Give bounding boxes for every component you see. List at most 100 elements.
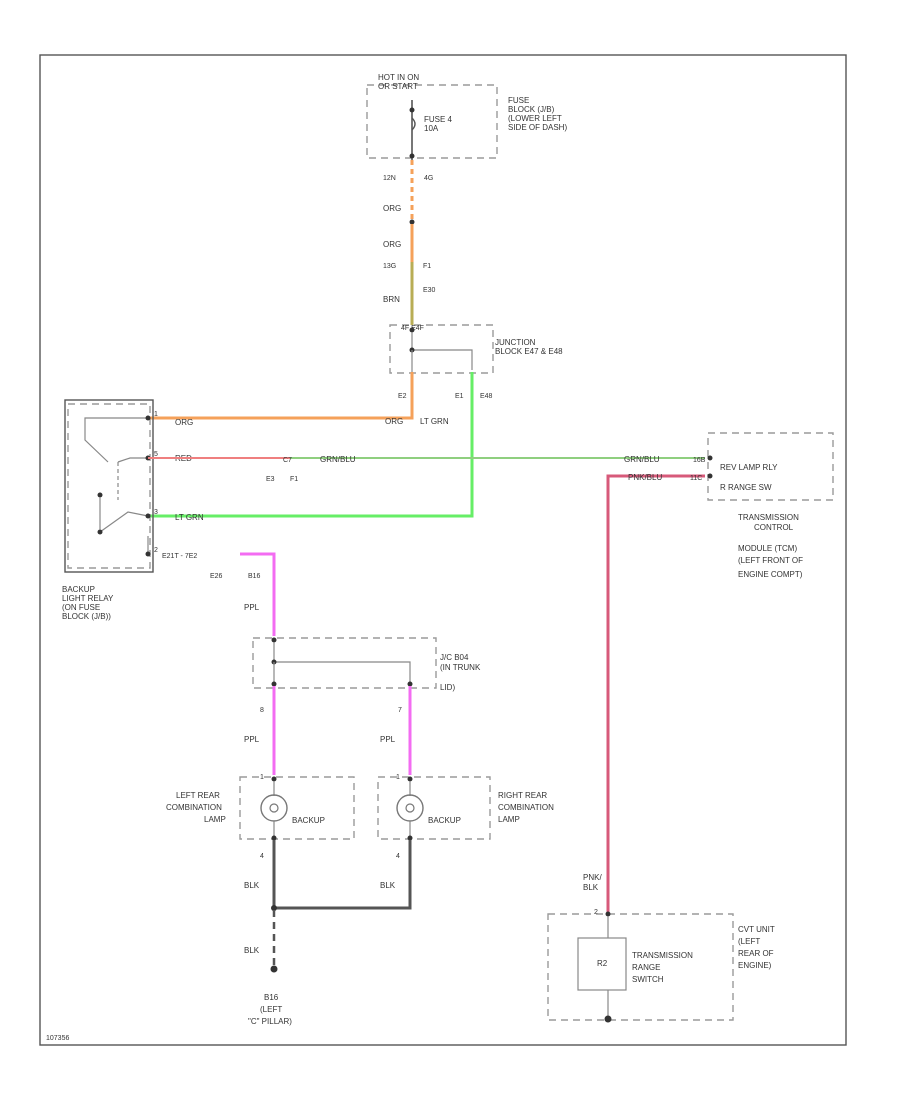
relay-pin-3-dot <box>145 513 151 519</box>
splice-upper <box>409 219 415 225</box>
right-lamp-pin-top-dot <box>407 776 413 782</box>
left-lamp-pin-bottom-dot <box>271 835 277 841</box>
cvt-location-line1: CVT UNIT <box>738 925 775 934</box>
relay-switch-contact <box>99 511 149 533</box>
orange-wire-to-relay <box>148 372 414 420</box>
fuse-terminal-bottom <box>409 153 415 159</box>
relay-outline <box>64 399 154 573</box>
relay-switch-pivot <box>97 529 103 535</box>
relay-pin-1: 1 <box>154 411 158 418</box>
lt-green-wire-to-relay <box>148 372 474 518</box>
wire-color-pnkblu: PNK/BLU <box>628 473 662 482</box>
jc-label-line2: (IN TRUNK <box>440 663 481 672</box>
left-lamp-outline <box>239 776 355 840</box>
fuse-location-line1: FUSE <box>508 96 529 105</box>
relay-label-line4: BLOCK (J/B)) <box>62 612 111 621</box>
tcm-module-line3: MODULE (TCM) <box>738 544 797 553</box>
connector-b16: B16 <box>248 573 261 580</box>
connector-f1: F1 <box>290 476 298 483</box>
relay-pin-2: 2 <box>154 547 158 554</box>
right-backup-bulb-icon <box>396 794 424 822</box>
trans-switch-box <box>577 937 627 991</box>
relay-coil-right <box>117 457 148 463</box>
wire-color-ltgrn-right: LT GRN <box>420 417 449 426</box>
left-lamp-bulb-label: BACKUP <box>292 816 325 825</box>
diagram-frame <box>39 54 847 1046</box>
wire-color-ppl-left: PPL <box>244 735 260 744</box>
left-lamp-label-line3: LAMP <box>204 815 226 824</box>
relay-wire-3: LT GRN <box>175 513 204 522</box>
junction-pin-e2: E2 <box>398 393 407 400</box>
wire-color-org-2: ORG <box>383 240 401 249</box>
trans-switch-ground-icon <box>604 1015 612 1023</box>
ground-label-line2: (LEFT <box>260 1005 282 1014</box>
trans-switch-r2: R2 <box>597 959 608 968</box>
ground-label-line3: "C" PILLAR) <box>248 1017 292 1026</box>
left-lamp-pin-bottom: 4 <box>260 853 264 860</box>
connector-e26: E26 <box>210 573 223 580</box>
tcm-pin-16b: 16B <box>693 457 706 464</box>
left-bulb-filament <box>269 803 279 813</box>
tcm-rev-lamp-rly: REV LAMP RLY <box>720 463 778 472</box>
jc-pin-8: 8 <box>260 707 264 714</box>
left-lamp-label-line2: COMBINATION <box>166 803 222 812</box>
left-lamp-pin-top-dot <box>271 776 277 782</box>
fuse-pin-left: 12N <box>383 175 396 182</box>
wire-color-pnkblk-line1: PNK/ <box>583 873 602 882</box>
wire-color-grnblu-right: GRN/BLU <box>624 455 660 464</box>
relay-inner-outline <box>67 403 151 569</box>
junction-label-line1: JUNCTION <box>495 338 536 347</box>
relay-label-line1: BACKUP <box>62 585 95 594</box>
right-lamp-pin-bottom: 4 <box>396 853 400 860</box>
tcm-pin-dot-1 <box>707 455 713 461</box>
junction-bus <box>411 332 473 370</box>
fuse-label-line1: FUSE 4 <box>424 115 453 124</box>
tcm-module-line1: TRANSMISSION <box>738 513 799 522</box>
tcm-r-range-sw: R RANGE SW <box>720 483 772 492</box>
left-lamp-pin-top: 1 <box>260 774 264 781</box>
tcm-module-line2: CONTROL <box>754 523 794 532</box>
junction-terminal-top <box>409 327 415 333</box>
right-bulb-filament <box>405 803 415 813</box>
fuse-location-line3: (LOWER LEFT <box>508 114 562 123</box>
left-backup-bulb-icon <box>260 794 288 822</box>
wire-color-org-1: ORG <box>383 204 401 213</box>
pink-wire <box>606 474 705 912</box>
relay-wire-4: E21T - 7E2 <box>162 553 197 560</box>
tcm-module-line5: ENGINE COMPT) <box>738 570 803 579</box>
relay-pin-3: 3 <box>154 509 158 516</box>
wire-color-ppl-upper: PPL <box>244 603 260 612</box>
jc-pin-7: 7 <box>398 707 402 714</box>
junction-pin-e1: E1 <box>455 393 464 400</box>
left-lamp-label-line1: LEFT REAR <box>176 791 220 800</box>
fuse-location-line2: BLOCK (J/B) <box>508 105 555 114</box>
ground-splice <box>271 905 277 911</box>
tcm-module-line4: (LEFT FRONT OF <box>738 556 803 565</box>
trans-switch-name-line1: TRANSMISSION <box>632 951 693 960</box>
ground-color-right: BLK <box>380 881 396 890</box>
purple-wire-relay <box>240 552 276 636</box>
fuse-location-line4: SIDE OF DASH) <box>508 123 567 132</box>
ground-color-left: BLK <box>244 881 260 890</box>
joint-connector-outline <box>252 637 437 689</box>
ground-color-lower: BLK <box>244 946 260 955</box>
relay-label-line2: LIGHT RELAY <box>62 594 114 603</box>
connector-c7: C7 <box>283 457 292 464</box>
connector-e30: E30 <box>423 287 436 294</box>
right-lamp-bulb-label: BACKUP <box>428 816 461 825</box>
jc-bus <box>273 642 411 684</box>
junction-block-outline <box>389 324 494 374</box>
fuse-terminal-top <box>409 107 415 113</box>
trans-switch-name-line2: RANGE <box>632 963 660 972</box>
right-lamp-pin-bottom-dot <box>407 835 413 841</box>
cvt-location-line3: REAR OF <box>738 949 774 958</box>
relay-pin-5: 5 <box>154 451 158 458</box>
wire-color-brn: BRN <box>383 295 400 304</box>
relay-pin-1-dot <box>145 415 151 421</box>
diagram-code: 107356 <box>46 1035 69 1042</box>
relay-pin-2-dot <box>145 551 151 557</box>
hot-label-line2: OR START <box>378 82 418 91</box>
jc-pin-right-dot <box>407 681 413 687</box>
relay-wire-1: ORG <box>175 418 193 427</box>
